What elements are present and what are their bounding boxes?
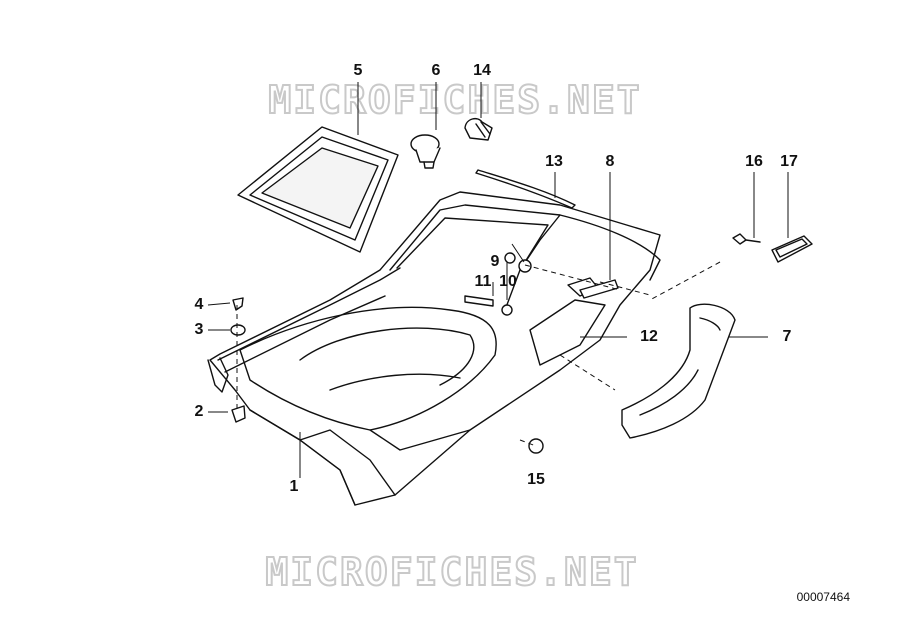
callout-8: 8 xyxy=(605,153,615,170)
document-id: 00007464 xyxy=(796,590,850,604)
callout-10: 10 xyxy=(499,273,517,290)
watermark-bottom: MICROFICHES.NET xyxy=(264,549,639,595)
part-1-body xyxy=(207,191,661,506)
leader-lines xyxy=(207,82,789,478)
callout-5: 5 xyxy=(353,62,363,79)
callout-17: 17 xyxy=(780,153,798,170)
assembly-lines xyxy=(236,261,721,447)
part-16-screw xyxy=(732,233,761,245)
part-2-nut xyxy=(231,405,246,423)
callout-1: 1 xyxy=(289,478,299,495)
part-9-10-fasteners xyxy=(501,252,532,316)
part-3-washer xyxy=(230,324,246,336)
callout-4: 4 xyxy=(194,296,204,313)
part-15-plug xyxy=(528,438,544,454)
watermark-top: MICROFICHES.NET xyxy=(267,77,642,123)
callout-15: 15 xyxy=(527,471,545,488)
part-14-clip xyxy=(464,117,493,141)
callout-11: 11 xyxy=(474,273,492,290)
callout-3: 3 xyxy=(194,321,204,338)
callout-12: 12 xyxy=(640,328,658,345)
callout-16: 16 xyxy=(745,153,763,170)
part-6-plug xyxy=(410,134,441,169)
part-7-cover xyxy=(621,303,736,439)
callout-14: 14 xyxy=(473,62,491,79)
callout-6: 6 xyxy=(431,62,441,79)
part-11-bolt xyxy=(464,295,494,307)
callout-7: 7 xyxy=(782,328,792,345)
callout-9: 9 xyxy=(490,253,500,270)
callout-2: 2 xyxy=(194,403,204,420)
part-5-window xyxy=(237,126,399,253)
callout-13: 13 xyxy=(545,153,563,170)
part-17-reflector xyxy=(771,235,813,263)
part-4-screw xyxy=(232,297,244,311)
